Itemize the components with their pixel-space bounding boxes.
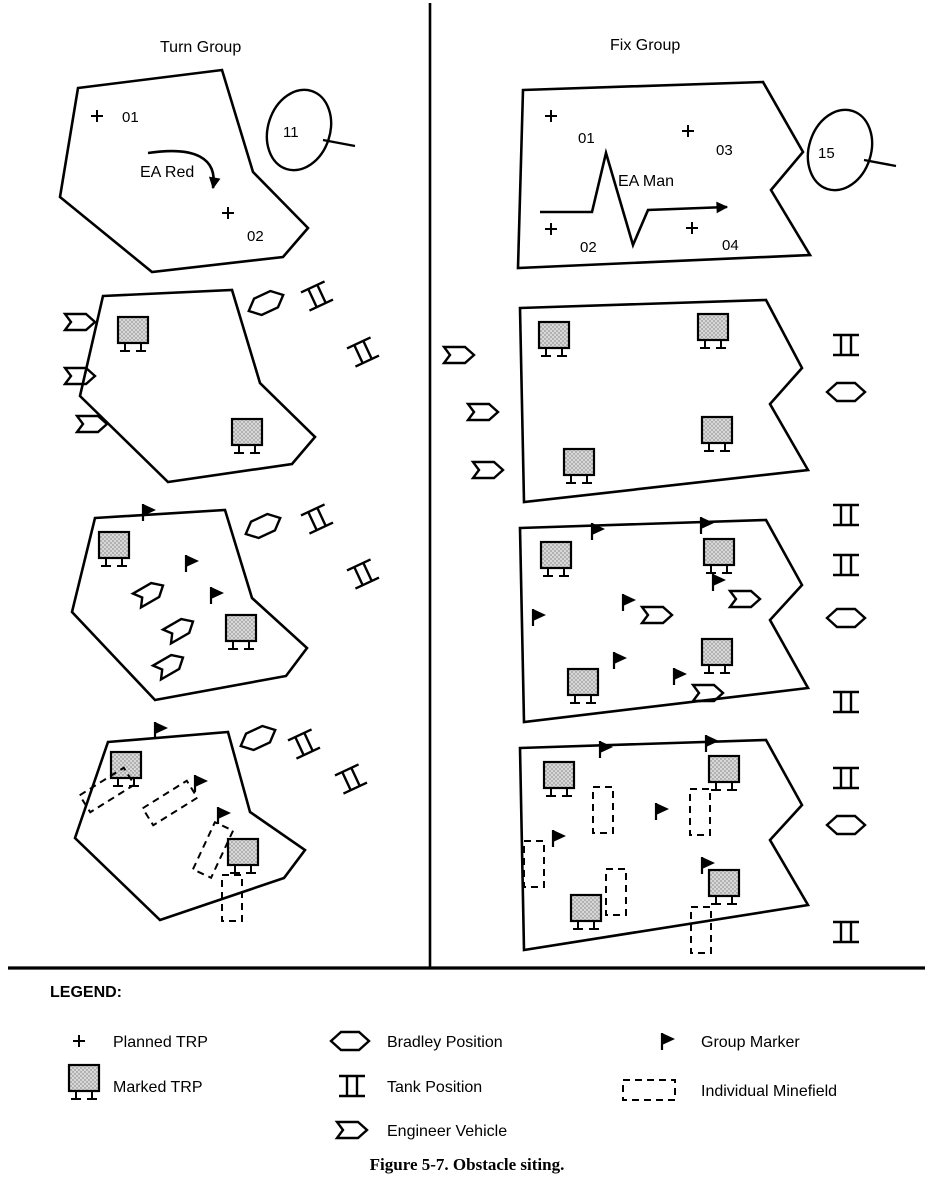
individual-minefield-icon: [622, 1079, 676, 1101]
turn-group-panel-2: [63, 280, 381, 484]
platoon-position-icon: [796, 100, 898, 200]
tank-position-icon: [333, 763, 369, 795]
legend-label-individual-minefield: Individual Minefield: [701, 1083, 837, 1100]
position-11-label: 11: [283, 124, 299, 141]
fix-group-panel-2: [442, 298, 867, 504]
engagement-area-outline: [58, 68, 310, 274]
bradley-position-icon: [825, 607, 867, 629]
engineer-vehicle-icon: [335, 1120, 369, 1140]
fix-group-panel-1: 01 03 EA Man 02 04 15: [516, 80, 898, 270]
engineer-vehicle-icon: [442, 345, 476, 365]
bradley-position-icon: [825, 814, 867, 836]
bradley-position-icon: [825, 381, 867, 403]
tank-position-icon: [831, 766, 861, 790]
fix-group-column: Fix Group 01 03 EA Man 02 04 15: [442, 37, 898, 954]
trp-01-label: 01: [122, 109, 139, 126]
engagement-area-outline: [78, 288, 317, 484]
fix-arrow: [540, 147, 729, 249]
tank-position-icon: [299, 280, 335, 312]
legend-label-engineer-vehicle: Engineer Vehicle: [387, 1123, 507, 1140]
fix-group-panel-4: [518, 733, 867, 954]
tank-position-icon: [345, 336, 381, 368]
legend: LEGEND: Planned TRP Marked TRP Bradley P…: [50, 984, 837, 1140]
fix-group-title: Fix Group: [610, 37, 680, 54]
turn-group-column: Turn Group 01 EA Red 02 11: [58, 39, 381, 922]
trp-02-label: 02: [580, 239, 597, 256]
engineer-vehicle-icon: [466, 402, 500, 422]
bradley-position-icon: [235, 720, 281, 756]
bradley-position-icon: [329, 1030, 371, 1052]
engagement-area-outline: [73, 730, 307, 922]
tank-position-icon: [831, 503, 861, 527]
turn-arrow: [147, 149, 221, 190]
trp-04-label: 04: [722, 237, 739, 254]
ea-man-label: EA Man: [618, 173, 674, 190]
engagement-area-outline: [516, 80, 813, 270]
legend-label-planned-trp: Planned TRP: [113, 1034, 208, 1051]
platoon-position-icon: [255, 80, 357, 180]
turn-group-panel-4: [73, 720, 369, 922]
trp-03-label: 03: [716, 142, 733, 159]
engineer-vehicle-icon: [75, 414, 109, 434]
turn-group-title: Turn Group: [160, 39, 241, 56]
bradley-position-icon: [243, 285, 289, 321]
engagement-area-outline: [70, 508, 309, 702]
figure-caption: Figure 5-7. Obstacle siting.: [370, 1155, 565, 1174]
tank-position-icon: [831, 920, 861, 944]
legend-label-bradley-position: Bradley Position: [387, 1034, 503, 1051]
marked-trp-icon: [67, 1063, 101, 1101]
tank-position-icon: [286, 728, 322, 760]
tank-position-icon: [831, 690, 861, 714]
tank-position-icon: [337, 1074, 367, 1098]
tank-position-icon: [831, 553, 861, 577]
engineer-vehicle-icon: [471, 460, 505, 480]
tank-position-icon: [299, 503, 335, 535]
ea-red-label: EA Red: [140, 164, 194, 181]
fix-group-panel-3: [518, 503, 867, 724]
engineer-vehicle-icon: [63, 312, 97, 332]
bradley-position-icon: [240, 508, 286, 544]
legend-label-group-marker: Group Marker: [701, 1034, 800, 1051]
legend-title: LEGEND:: [50, 984, 122, 1001]
legend-label-marked-trp: Marked TRP: [113, 1079, 203, 1096]
legend-label-tank-position: Tank Position: [387, 1079, 482, 1096]
position-15-label: 15: [818, 145, 835, 162]
turn-group-panel-3: [70, 502, 381, 702]
trp-02-label: 02: [247, 228, 264, 245]
turn-group-panel-1: 01 EA Red 02 11: [58, 68, 357, 274]
group-marker-icon: [660, 1031, 677, 1052]
planned-trp-icon: [72, 1034, 86, 1048]
tank-position-icon: [831, 333, 861, 357]
tank-position-icon: [345, 558, 381, 590]
trp-01-label: 01: [578, 130, 595, 147]
